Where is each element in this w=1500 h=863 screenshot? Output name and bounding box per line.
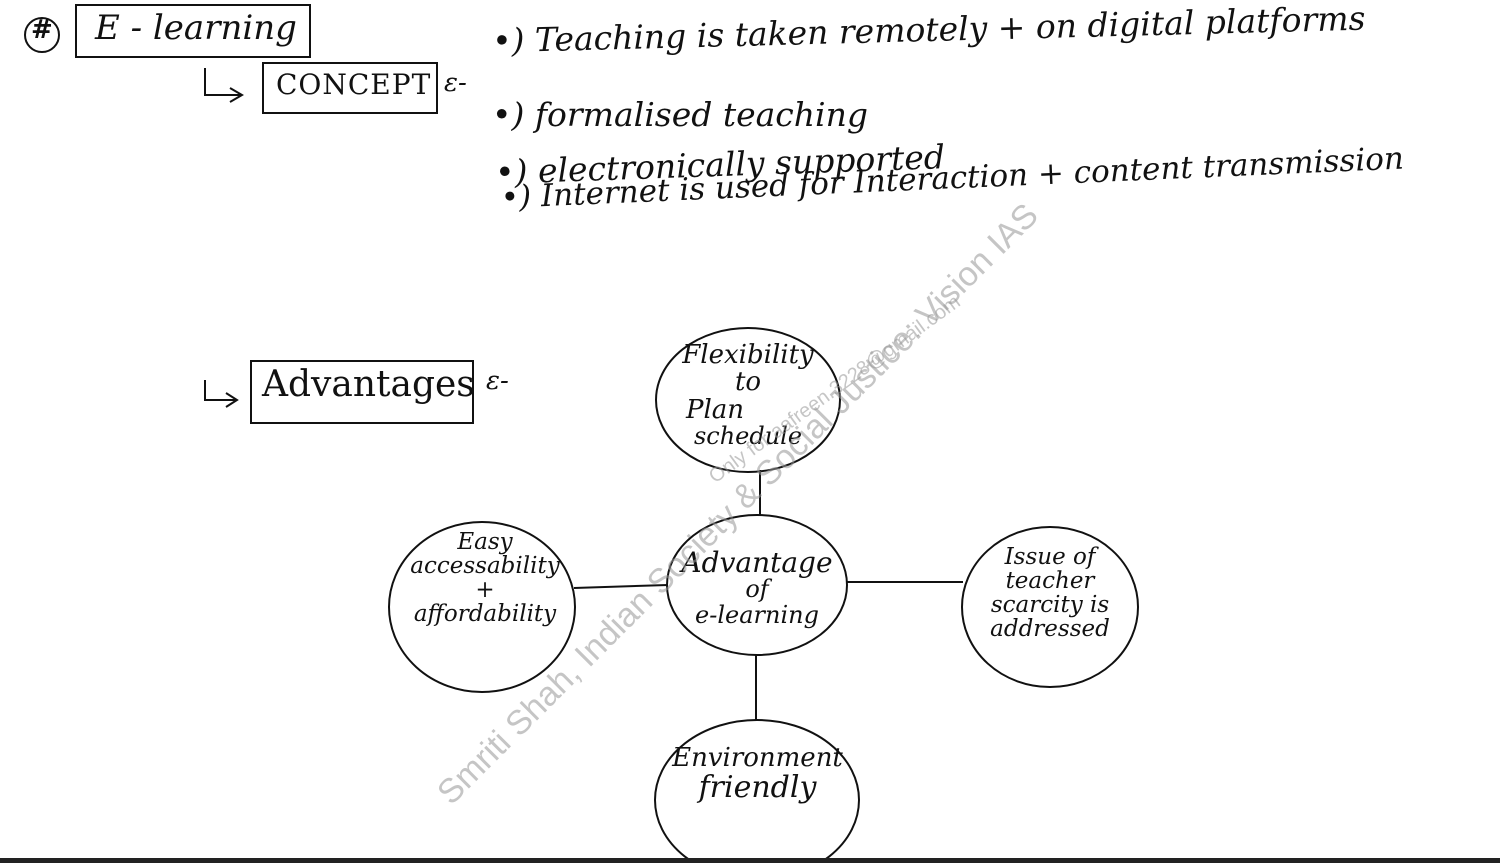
advantages-box xyxy=(250,360,474,424)
top-line-2: to xyxy=(734,367,762,398)
left-circle xyxy=(388,521,576,693)
concept-arrow xyxy=(204,68,244,103)
right-line-3: scarcity is xyxy=(990,592,1110,619)
mindmap-center: Advantage of e-learning xyxy=(677,548,837,628)
top-line-1: Flexibility xyxy=(682,340,814,370)
bottom-line-1: Environment xyxy=(672,743,843,773)
left-line-1: Easy xyxy=(457,529,513,555)
connector-left xyxy=(573,584,669,589)
top-circle xyxy=(655,327,841,473)
concept-box xyxy=(262,62,438,114)
left-line-3: + xyxy=(475,577,495,604)
advantages-arrow xyxy=(204,380,239,408)
concept-separator: ε- xyxy=(444,68,467,98)
center-line-2: of xyxy=(745,575,769,604)
mindmap-node-right: Issue of teacher scarcity is addressed xyxy=(965,545,1135,642)
hash-circle xyxy=(24,17,60,53)
top-line-4: schedule xyxy=(693,421,803,450)
right-line-1: Issue of xyxy=(1004,544,1096,570)
bottom-edge xyxy=(0,858,1500,863)
concept-label: CONCEPT xyxy=(276,68,432,101)
top-line-3: Plan xyxy=(686,394,745,425)
center-line-3: e-learning xyxy=(695,600,819,629)
right-line-2: teacher xyxy=(1005,568,1095,595)
page-title: E - learning xyxy=(95,8,297,48)
mindmap-node-top: Flexibility to Plan schedule xyxy=(668,340,828,450)
mindmap-node-left: Easy accessability + affordability xyxy=(400,530,570,627)
advantages-separator: ε- xyxy=(486,366,509,396)
concept-point-2: •) formalised teaching xyxy=(492,95,868,134)
left-line-4: affordability xyxy=(413,601,557,628)
left-line-2: accessability xyxy=(410,553,560,580)
hash-symbol: # xyxy=(31,15,53,45)
mindmap-node-bottom: Environment friendly xyxy=(670,743,845,806)
right-line-4: addressed xyxy=(990,616,1110,643)
bottom-line-2: friendly xyxy=(698,770,817,806)
title-box xyxy=(75,4,311,58)
advantages-label: Advantages xyxy=(262,364,475,405)
center-line-1: Advantage xyxy=(681,546,833,579)
right-circle xyxy=(961,526,1139,688)
